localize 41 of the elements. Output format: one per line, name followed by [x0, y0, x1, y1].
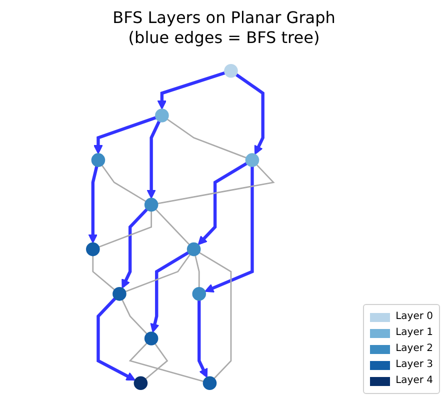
arrow [198, 162, 248, 246]
edge-line [194, 255, 200, 288]
arrow [88, 166, 98, 244]
circle-node [91, 153, 106, 167]
legend-label: Layer 0 [396, 311, 433, 323]
edge-line [166, 118, 247, 158]
circle-node [86, 242, 100, 256]
circle-node [155, 108, 169, 122]
legend-label: Layer 3 [396, 359, 433, 371]
edge-line [145, 343, 168, 380]
edge-line [125, 254, 191, 292]
circle-node [134, 376, 148, 390]
legend-label: Layer 2 [396, 343, 433, 355]
circle-node [186, 242, 201, 256]
arrow [235, 73, 264, 155]
circle-node [112, 287, 126, 301]
edge-line [92, 256, 116, 290]
arrow [198, 300, 208, 378]
edge-line [157, 164, 275, 204]
circle-node [202, 376, 217, 390]
circle-node [245, 153, 260, 167]
arrow [96, 297, 136, 381]
arrow [94, 116, 156, 154]
edge-line [101, 164, 146, 202]
edge-line [198, 252, 232, 379]
arrow [150, 251, 190, 333]
edge-line [155, 208, 190, 246]
diagram-title: BFS Layers on Planar Graph (blue edges = BFS tree) [112, 8, 336, 48]
edge-line [128, 342, 204, 382]
arrow [146, 120, 161, 199]
legend-label: Layer 4 [396, 375, 433, 387]
circle-node [144, 198, 158, 212]
circle-node [144, 332, 158, 346]
circle-node [192, 287, 206, 301]
circle-node [224, 64, 238, 78]
arrow [122, 208, 148, 289]
arrow [204, 166, 254, 292]
arrow [157, 71, 226, 110]
legend-label: Layer 1 [396, 327, 433, 339]
edge-line [122, 299, 148, 334]
edge-line [98, 211, 152, 248]
